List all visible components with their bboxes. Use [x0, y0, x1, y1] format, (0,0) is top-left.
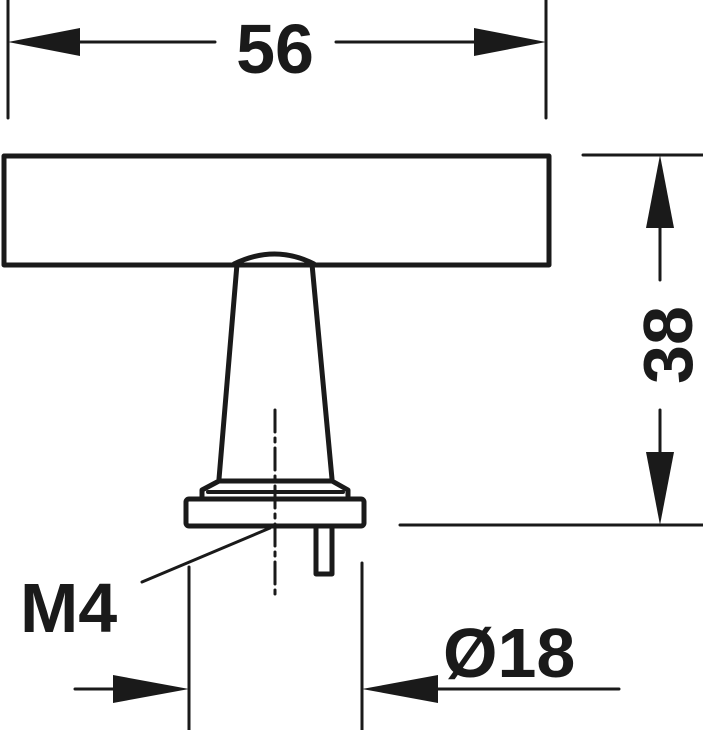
height-label: 38: [629, 306, 703, 384]
locating-pin: [313, 523, 335, 577]
width-label: 56: [236, 10, 314, 88]
thread-label: M4: [20, 569, 117, 647]
diameter-dimension: [73, 561, 621, 730]
width-dimension: [6, 0, 548, 120]
handle-bar: [1, 153, 552, 268]
diameter-label: Ø18: [443, 614, 575, 692]
height-dimension: [398, 153, 703, 527]
m4-leader: [140, 526, 272, 584]
